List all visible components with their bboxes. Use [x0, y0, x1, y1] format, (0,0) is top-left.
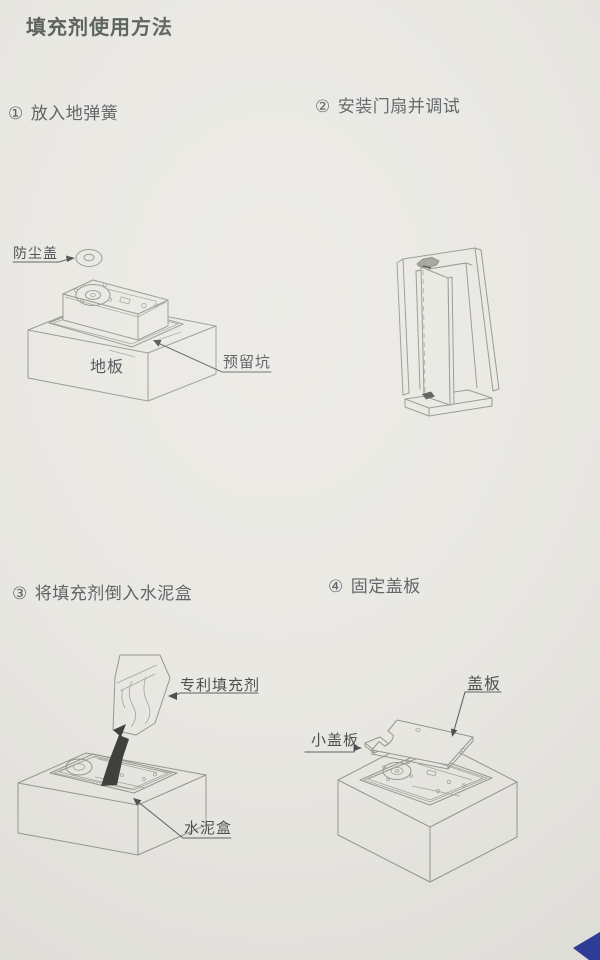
step-3-label: 将填充剂倒入水泥盒 [34, 584, 193, 604]
callout-cover-plate: 盖板 [467, 674, 502, 693]
step-2-number: ② [315, 97, 331, 117]
figure-step-3-pour-filler [17, 654, 259, 856]
cover-plate [371, 719, 474, 770]
reserved-pit-leader-arrow [153, 340, 272, 373]
cement-box-leader-arrow [133, 798, 232, 839]
step-3-number: ③ [12, 584, 28, 604]
dust-cover-leader-arrow [12, 255, 75, 263]
reserved-pit [359, 752, 493, 806]
dust-cover-disc [75, 249, 103, 267]
step-1-header: ① 放入地弹簧 [8, 99, 118, 124]
patent-filler-leader-arrow [168, 692, 259, 700]
callout-floor: 地板 [90, 357, 125, 376]
callout-dust-cover: 防尘盖 [13, 246, 58, 262]
step-4-header: ④ 固定盖板 [328, 572, 421, 597]
corner-accent-triangle [573, 932, 600, 960]
callout-small-cover-plate: 小盖板 [311, 731, 360, 749]
step-4-label: 固定盖板 [350, 577, 421, 597]
step-3-header: ③ 将填充剂倒入水泥盒 [12, 579, 192, 604]
callout-cement-box: 水泥盒 [184, 819, 233, 837]
floor-block [17, 752, 207, 856]
filler-bag [112, 654, 171, 737]
step-2-header: ② 安装门扇并调试 [315, 92, 460, 117]
cover-plate-leader-arrow [451, 691, 502, 737]
floor-block [337, 734, 518, 883]
door-leaf [420, 266, 455, 406]
step-1-number: ① [8, 104, 24, 124]
door-frame [396, 247, 500, 396]
callout-reserved-pit: 预留坑 [223, 353, 272, 371]
floor-spring-unit [62, 279, 169, 341]
step-4-number: ④ [328, 577, 344, 597]
page-title: 填充剂使用方法 [26, 15, 173, 39]
callout-patent-filler: 专利填充剂 [180, 676, 261, 694]
small-cover-plate-leader-arrow [304, 744, 362, 753]
filler-stream [101, 735, 129, 786]
top-pivot-fitting [416, 257, 440, 269]
figure-step-4-cover-plate [304, 691, 518, 883]
figure-step-2-door-frame [396, 247, 500, 417]
step-1-label: 放入地弹簧 [30, 104, 119, 124]
bottom-spring-arm [422, 391, 435, 400]
step-2-label: 安装门扇并调试 [337, 97, 461, 117]
floor-spring-unit [366, 756, 485, 801]
figure-step-1-floor-spring [12, 249, 272, 402]
